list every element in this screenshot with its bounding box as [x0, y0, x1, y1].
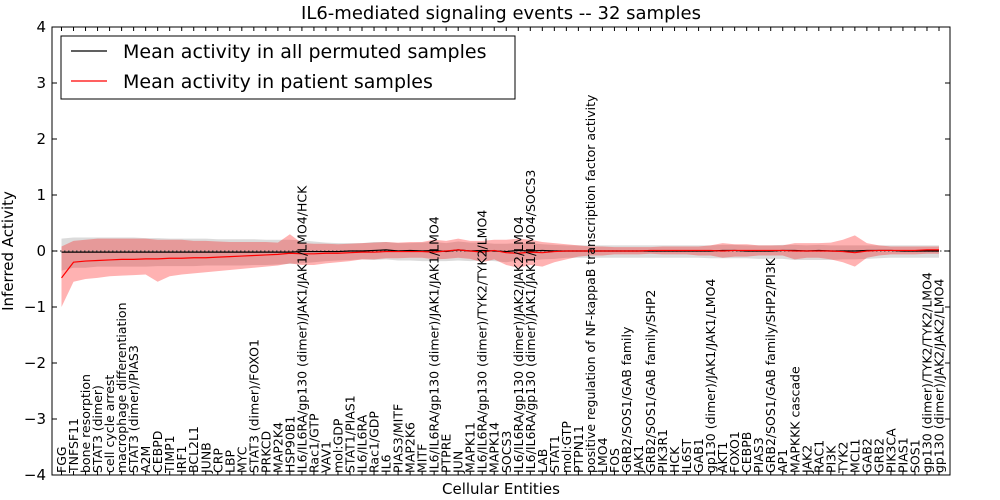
- series-band-1: [61, 234, 939, 307]
- category-label: CEBPB: [739, 432, 754, 473]
- y-tick-label: 4: [36, 18, 46, 36]
- category-label: GRB2/SOS1/GAB family/SHP2: [643, 290, 658, 473]
- category-label: STAT1: [547, 435, 562, 473]
- category-label: IL6/IL6RA/gp130 (dimer)/JAK2/JAK2/LMO4: [511, 216, 526, 473]
- legend: Mean activity in all permuted samplesMea…: [60, 35, 516, 100]
- category-label: AP1: [775, 449, 790, 473]
- series-line-1: [61, 249, 939, 279]
- category-label: MAP2K4: [270, 422, 285, 473]
- category-label: PIK3R1: [655, 429, 670, 473]
- category-label: HSP90B1: [282, 416, 297, 473]
- category-label: HCK: [667, 446, 682, 473]
- category-label: MAPKKK cascade: [787, 366, 802, 473]
- category-label: MCL1: [847, 439, 862, 473]
- y-tick-label: 1: [36, 186, 46, 204]
- category-label: IRF1: [174, 445, 189, 473]
- category-label: LMO4: [595, 437, 610, 473]
- y-axis-label: Inferred Activity: [0, 191, 17, 311]
- category-label: FOXO1: [727, 431, 742, 473]
- y-tick-label: 0: [36, 242, 46, 260]
- legend-label-1: Mean activity in patient samples: [123, 71, 433, 93]
- category-label: TIMP1: [162, 435, 177, 474]
- category-label: JUN: [451, 451, 466, 474]
- category-label: Rac1/GDP: [367, 411, 382, 473]
- category-label: JAK1: [631, 445, 646, 474]
- y-tick-label: −4: [24, 466, 46, 484]
- y-tick-label: 2: [36, 130, 46, 148]
- category-label: TYK2: [835, 442, 850, 474]
- category-label: MITF: [415, 444, 430, 473]
- category-label: IL6/IL6RA: [355, 414, 370, 473]
- category-label: IL6/IL6RA/gp130 (dimer)/JAK1/JAK1/LMO4/S…: [523, 170, 538, 473]
- category-label: IL6/IL6RA/gp130 (dimer)/JAK1/JAK1/LMO4/H…: [294, 185, 309, 473]
- category-label: STAT1/PIAS1: [342, 395, 357, 473]
- category-label: PIAS3: [751, 437, 766, 473]
- chart-title: IL6-mediated signaling events -- 32 samp…: [301, 3, 701, 24]
- category-label: JAK2: [799, 445, 814, 474]
- axes: −4 −3 −2 −1 0 1 2 3 4: [24, 18, 951, 484]
- category-label: TNFSF11: [66, 418, 81, 474]
- y-tick-label: −1: [24, 298, 46, 316]
- legend-label-0: Mean activity in all permuted samples: [123, 41, 486, 63]
- category-label: SOS1: [907, 439, 922, 473]
- category-label: JUNB: [198, 442, 213, 474]
- category-label: MYC: [234, 446, 249, 473]
- category-label: MAPK11: [463, 422, 478, 473]
- category-label: positive regulation of NF-kappaB transcr…: [583, 94, 598, 473]
- category-label: STAT3 (dimer): [90, 385, 105, 473]
- category-label: bone resorption: [78, 374, 93, 473]
- category-label: GRB2: [871, 438, 886, 473]
- category-label: RAC1: [811, 440, 826, 473]
- category-label: IL6ST: [679, 438, 694, 473]
- category-label: PIK3CA: [883, 428, 898, 473]
- category-label: macrophage differentiation: [114, 302, 129, 473]
- category-label: PTPRE: [439, 434, 454, 473]
- category-label: VAV1: [318, 441, 333, 473]
- series-band-0: [61, 237, 939, 271]
- y-tick-label: 3: [36, 74, 46, 92]
- category-label: PTPN11: [571, 425, 586, 473]
- category-label: IL6/IL6RA/gp130 (dimer)/JAK1/JAK1/LMO4: [427, 216, 442, 473]
- category-label: GAB2: [859, 438, 874, 473]
- category-label: gp130 (dimer)/TYK2/TYK2/LMO4: [919, 272, 934, 473]
- category-label: GRB2/SOS1/GAB family: [619, 326, 634, 473]
- category-label: STAT3 (dimer)/PIAS3: [126, 345, 141, 473]
- category-label: PIAS1: [895, 437, 910, 473]
- category-label: GAB1: [691, 438, 706, 473]
- category-label: PIAS3/MITF: [391, 404, 406, 473]
- category-label: AKT1: [715, 442, 730, 473]
- y-tick-label: −2: [24, 354, 46, 372]
- category-label: GRB2/SOS1/GAB family/SHP2/PI3K: [763, 257, 778, 473]
- category-label: IL6/IL6RA/gp130 (dimer)/TYK2/TYK2/LMO4: [475, 210, 490, 473]
- category-label: MAP2K6: [403, 422, 418, 473]
- category-label: LAB: [535, 449, 550, 473]
- category-label: LBP: [222, 449, 237, 473]
- plot-area: [52, 234, 950, 307]
- legend-box: [60, 35, 516, 100]
- category-label: SOCS3: [499, 431, 514, 473]
- category-label: PI3K: [823, 445, 838, 473]
- category-label: BCL2L1: [186, 426, 201, 473]
- category-label: mol:GDP: [330, 418, 345, 473]
- category-label: IL6: [379, 454, 394, 473]
- category-label: mol:GTP: [559, 421, 574, 473]
- category-label: MAPK14: [487, 422, 502, 473]
- category-label: gp130 (dimer)/JAK2/JAK2/LMO4: [932, 279, 947, 473]
- category-label: PRKCD: [258, 431, 273, 473]
- category-label: cell cycle arrest: [102, 375, 117, 473]
- category-label: Rac1/GTP: [306, 413, 321, 473]
- x-axis-label: Cellular Entities: [442, 480, 560, 498]
- category-label: CRP: [210, 448, 225, 473]
- y-tick-label: −3: [24, 410, 46, 428]
- category-label: A2M: [138, 446, 153, 473]
- category-label: FGG: [54, 446, 69, 473]
- category-label: gp130 (dimer)/JAK1/JAK1/LMO4: [703, 279, 718, 473]
- category-label: FOS: [607, 448, 622, 473]
- category-label: CEBPD: [150, 431, 165, 473]
- category-label: STAT3 (dimer)/FOXO1: [246, 339, 261, 473]
